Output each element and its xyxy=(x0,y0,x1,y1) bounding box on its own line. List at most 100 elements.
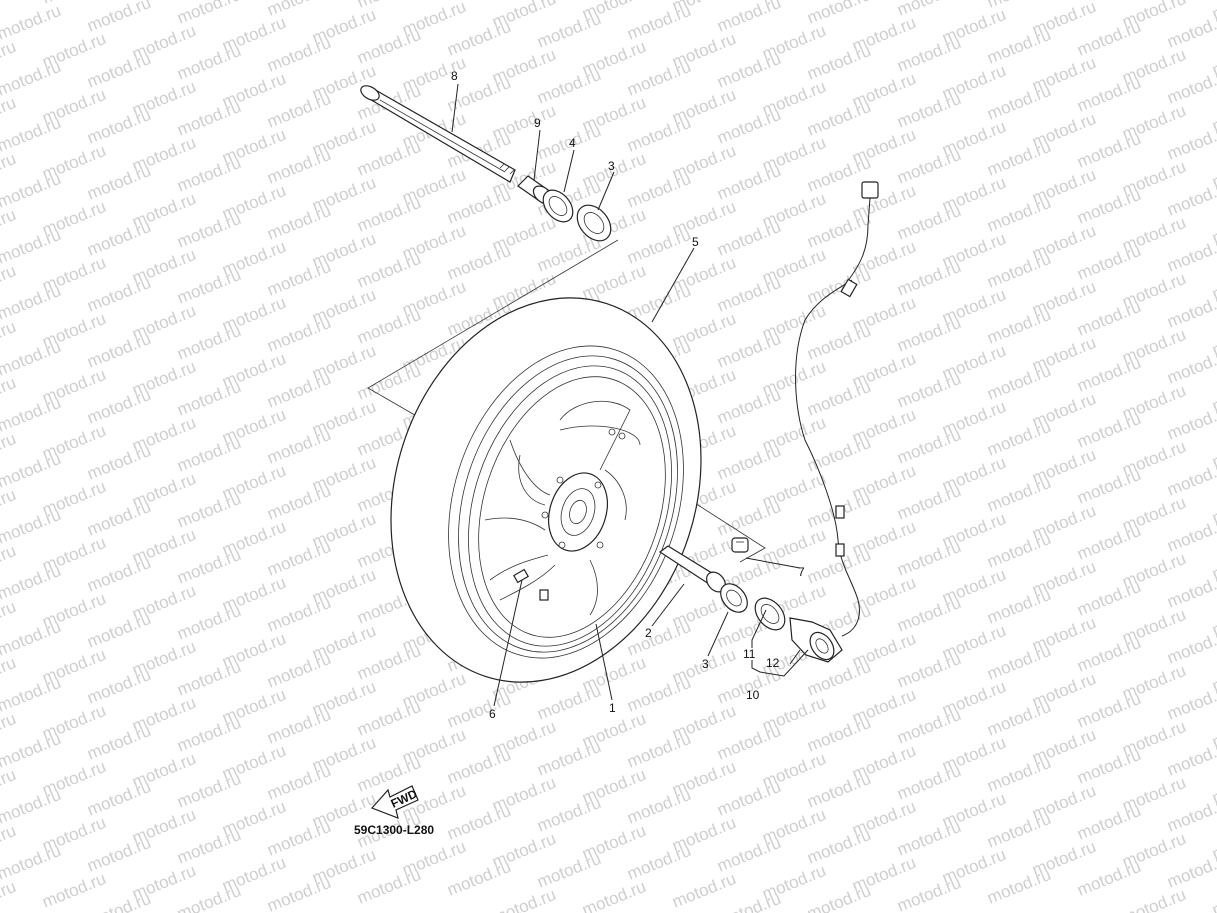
watermark-text: motod.ru xyxy=(804,657,873,700)
watermark-text: motod.ru xyxy=(264,593,333,636)
watermark-text: motod.ru xyxy=(1164,849,1217,892)
watermark-text: motod.ru xyxy=(984,585,1053,628)
callout-5: 5 xyxy=(692,235,699,249)
watermark-text: motod.ru xyxy=(444,689,513,732)
watermark-text: motod.ru xyxy=(1164,793,1217,836)
watermark-text: motod.ru xyxy=(804,97,873,140)
watermark-text: motod.ru xyxy=(264,873,333,913)
watermark-text: motod.ru xyxy=(354,137,423,180)
oil-seal xyxy=(542,189,574,223)
watermark-text: motod.ru xyxy=(894,201,963,244)
callout-1: 1 xyxy=(609,701,616,715)
watermark-text: motod.ru xyxy=(264,817,333,860)
watermark-text: motod.ru xyxy=(174,265,243,308)
watermark-text: motod.ru xyxy=(624,785,693,828)
watermark-text: motod.ru xyxy=(894,425,963,468)
watermark-text: motod.ru xyxy=(714,385,783,428)
watermark-text: motod.ru xyxy=(714,497,783,540)
watermark-text: motod.ru xyxy=(444,857,513,900)
watermark-text: motod.ru xyxy=(894,649,963,692)
watermark-text: motod.ru xyxy=(1164,233,1217,276)
watermark-text: motod.ru xyxy=(84,497,153,540)
watermark-text: motod.ru xyxy=(264,257,333,300)
watermark-text: motod.ru xyxy=(984,641,1053,684)
watermark-text: motod.ru xyxy=(354,305,423,348)
speedometer-gear-unit xyxy=(754,597,843,663)
watermark-text: motod.ru xyxy=(894,89,963,132)
watermark-text: motod.ru xyxy=(984,417,1053,460)
watermark-text: motod.ru xyxy=(1164,401,1217,444)
watermark-text: motod.ru xyxy=(84,833,153,876)
watermark-text: motod.ru xyxy=(174,41,243,84)
watermark-text: motod.ru xyxy=(804,265,873,308)
watermark-text: motod.ru xyxy=(714,161,783,204)
watermark-text: motod.ru xyxy=(84,273,153,316)
watermark-text: motod.ru xyxy=(894,481,963,524)
watermark-text: motod.ru xyxy=(984,865,1053,908)
watermark-text: motod.ru xyxy=(84,777,153,820)
watermark-text: motod.ru xyxy=(534,65,603,108)
watermark-text: motod.ru xyxy=(174,545,243,588)
spacer xyxy=(658,545,726,593)
watermark-text: motod.ru xyxy=(84,217,153,260)
bearing-lower xyxy=(720,583,748,613)
watermark-text: motod.ru xyxy=(894,33,963,76)
watermark-text: motod.ru xyxy=(174,601,243,644)
watermark-text: motod.ru xyxy=(714,105,783,148)
watermark-text: motod.ru xyxy=(804,825,873,868)
watermark-text: motod.ru xyxy=(894,537,963,580)
watermark-text: motod.ru xyxy=(264,761,333,804)
watermark-text: motod.ru xyxy=(894,817,963,860)
watermark-text: motod.ru xyxy=(1209,877,1217,913)
watermark-text: motod.ru xyxy=(894,313,963,356)
watermark-text: motod.ru xyxy=(1074,745,1143,788)
leader-lines xyxy=(451,83,809,707)
watermark-text: motod.ru xyxy=(354,193,423,236)
watermark-text: motod.ru xyxy=(1119,885,1188,913)
callout-12: 12 xyxy=(766,656,780,670)
watermark-text: motod.ru xyxy=(0,0,19,16)
watermark-text: motod.ru xyxy=(1074,689,1143,732)
watermark-text: motod.ru xyxy=(894,705,963,748)
watermark-text: motod.ru xyxy=(1074,577,1143,620)
watermark-text: motod.ru xyxy=(0,877,19,913)
watermark-text: motod.ru xyxy=(174,489,243,532)
watermark-text: motod.ru xyxy=(624,225,693,268)
watermark-text: motod.ru xyxy=(264,369,333,412)
callout-7: 7 xyxy=(798,565,805,579)
watermark-text: motod.ru xyxy=(174,657,243,700)
watermark-text: motod.ru xyxy=(894,369,963,412)
watermark-text: motod.ru xyxy=(984,81,1053,124)
watermark-text: motod.ru xyxy=(894,145,963,188)
watermark-text: motod.ru xyxy=(1164,513,1217,556)
watermark-text: motod.ru xyxy=(174,881,243,913)
watermark-text: motod.ru xyxy=(174,825,243,868)
watermark-text: motod.ru xyxy=(174,153,243,196)
watermark-text: motod.ru xyxy=(714,217,783,260)
watermark-text: motod.ru xyxy=(84,553,153,596)
watermark-text: motod.ru xyxy=(1164,457,1217,500)
watermark-text: motod.ru xyxy=(984,529,1053,572)
speedometer-cable xyxy=(795,181,879,637)
watermark-text: motod.ru xyxy=(714,777,783,820)
watermark-text: motod.ru xyxy=(1164,625,1217,668)
watermark-text: motod.ru xyxy=(804,41,873,84)
watermark-text: motod.ru xyxy=(1074,241,1143,284)
watermark-text: motod.ru xyxy=(174,433,243,476)
watermark-text: motod.ru xyxy=(624,673,693,716)
watermark-text: motod.ru xyxy=(1074,73,1143,116)
watermark-text: motod.ru xyxy=(804,769,873,812)
watermark-text: motod.ru xyxy=(984,361,1053,404)
watermark-text: motod.ru xyxy=(354,865,423,908)
watermark-text: motod.ru xyxy=(894,873,963,913)
callout-9: 9 xyxy=(534,116,541,130)
watermark-text: motod.ru xyxy=(624,113,693,156)
watermark-text: motod.ru xyxy=(1164,65,1217,108)
watermark-text: motod.ru xyxy=(804,713,873,756)
watermark-text: motod.ru xyxy=(84,889,153,913)
watermark-text: motod.ru xyxy=(264,33,333,76)
watermark-text: motod.ru xyxy=(84,49,153,92)
balance-weight xyxy=(731,537,749,553)
bearing-upper xyxy=(576,204,612,242)
watermark-text: motod.ru xyxy=(264,649,333,692)
